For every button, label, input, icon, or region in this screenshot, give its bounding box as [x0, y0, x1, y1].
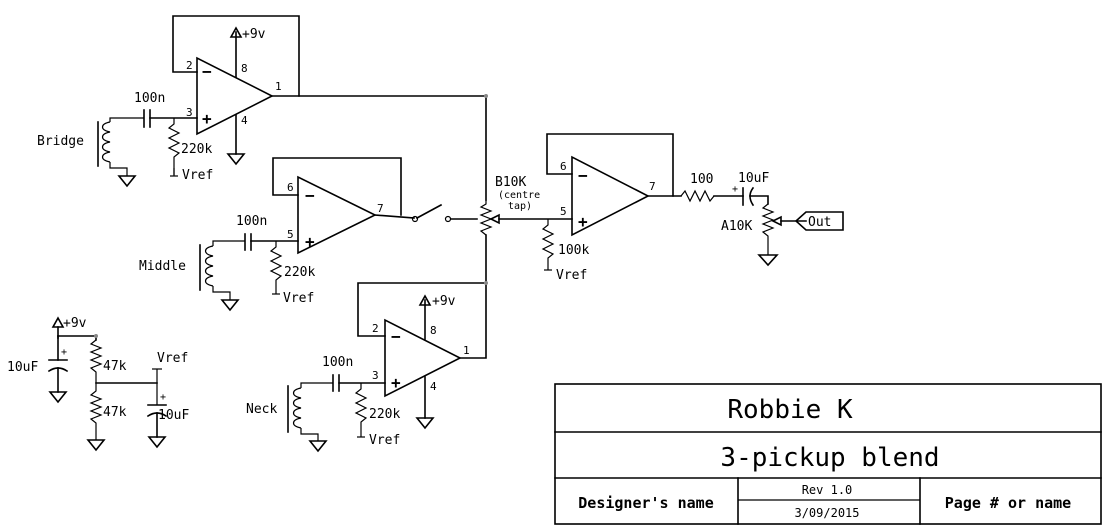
title-block: Robbie K 3-pickup blend Designer's name …	[554, 383, 1102, 525]
opamp-bridge: − + 2 3 1 8 4 +9v 100n 220k Vref Br	[37, 15, 487, 201]
page-label: Page # or name	[945, 494, 1071, 512]
svg-text:+9v: +9v	[242, 27, 266, 42]
svg-text:47k: 47k	[103, 405, 127, 420]
svg-text:10uF: 10uF	[158, 408, 189, 423]
svg-text:220k: 220k	[181, 142, 212, 157]
svg-text:8: 8	[430, 324, 437, 337]
svg-text:+: +	[578, 212, 588, 231]
svg-text:Neck: Neck	[246, 402, 277, 417]
svg-text:8: 8	[241, 62, 248, 75]
svg-text:7: 7	[649, 180, 656, 193]
feedback-wire-middle	[272, 157, 402, 216]
svg-text:−: −	[305, 186, 315, 205]
svg-text:Vref: Vref	[556, 268, 587, 283]
resistor-100k-output	[541, 219, 555, 270]
pickup-coil-middle	[204, 245, 214, 287]
opamp-middle-body	[297, 175, 377, 255]
svg-text:100k: 100k	[558, 243, 589, 258]
middle-switch	[411, 203, 478, 223]
svg-text:−: −	[202, 62, 212, 81]
resistor-100	[680, 189, 715, 203]
bridge-output-wire	[271, 95, 487, 201]
svg-text:3: 3	[186, 106, 193, 119]
svg-text:100: 100	[690, 172, 713, 187]
svg-text:7: 7	[377, 202, 384, 215]
resistor-47k-top	[89, 339, 103, 383]
resistor-220k-middle	[269, 241, 283, 294]
pot-b10k	[479, 200, 493, 236]
svg-text:3: 3	[372, 369, 379, 382]
pot-a10k	[761, 203, 775, 255]
svg-text:Vref: Vref	[369, 433, 400, 448]
pickup-coil-neck	[292, 387, 302, 429]
svg-text:4: 4	[430, 380, 437, 393]
opamp-neck-body	[384, 318, 462, 398]
svg-text:Vref: Vref	[283, 291, 314, 306]
svg-text:Out: Out	[808, 215, 831, 230]
feedback-wire-neck	[357, 282, 487, 337]
svg-text:6: 6	[560, 160, 567, 173]
opamp-neck: − + 2 3 1 8 4 +9v 100n 220k Vref Neck	[246, 234, 487, 453]
svg-text:2: 2	[372, 322, 379, 335]
svg-text:−: −	[391, 327, 401, 346]
pickup-coil-bridge	[101, 121, 111, 163]
revision: Rev 1.0	[802, 483, 853, 497]
opamp-output: − + 6 5 7 100k Vref	[541, 133, 674, 283]
supply-divider: +9v + 10uF 47k 47k Vref + 10uF	[7, 316, 189, 452]
svg-text:100n: 100n	[236, 214, 267, 229]
date: 3/09/2015	[794, 506, 859, 520]
resistor-47k-bottom	[89, 383, 103, 440]
switch-lever	[415, 203, 443, 220]
feedback-wire-output	[546, 133, 674, 197]
svg-text:+9v: +9v	[63, 316, 87, 331]
svg-text:+9v: +9v	[432, 294, 456, 309]
svg-text:+: +	[160, 392, 166, 403]
svg-text:10uF: 10uF	[7, 360, 38, 375]
svg-text:5: 5	[560, 205, 567, 218]
svg-text:+: +	[202, 109, 212, 128]
neck-output-wire	[459, 234, 487, 359]
svg-text:+: +	[391, 373, 401, 392]
designer-name: Robbie K	[727, 395, 853, 425]
svg-text:Bridge: Bridge	[37, 134, 84, 149]
svg-text:2: 2	[186, 59, 193, 72]
svg-text:47k: 47k	[103, 359, 127, 374]
svg-text:4: 4	[241, 114, 248, 127]
svg-text:220k: 220k	[284, 265, 315, 280]
svg-text:100n: 100n	[134, 91, 165, 106]
svg-text:10uF: 10uF	[738, 171, 769, 186]
svg-text:220k: 220k	[369, 407, 400, 422]
resistor-220k-bridge	[167, 118, 181, 175]
feedback-wire-bridge	[172, 15, 300, 97]
svg-text:+: +	[732, 184, 738, 195]
svg-text:1: 1	[463, 344, 470, 357]
svg-text:100n: 100n	[322, 355, 353, 370]
opamp-middle: − + 6 5 7 100n 220k Vref Middle	[139, 157, 415, 312]
svg-text:Vref: Vref	[157, 351, 188, 366]
svg-text:5: 5	[287, 228, 294, 241]
svg-text:Vref: Vref	[182, 168, 213, 183]
svg-text:+: +	[305, 232, 315, 251]
svg-text:A10K: A10K	[721, 219, 752, 234]
output-stage: 100 + 10uF A10K Out	[647, 171, 844, 267]
svg-text:1: 1	[275, 80, 282, 93]
opamp-bridge-body	[196, 56, 274, 136]
drawing-title: 3-pickup blend	[720, 443, 939, 473]
svg-text:−: −	[578, 166, 588, 185]
svg-text:tap): tap)	[508, 201, 532, 212]
svg-text:B10K: B10K	[495, 175, 526, 190]
svg-text:Middle: Middle	[139, 259, 186, 274]
svg-text:(centre: (centre	[498, 190, 540, 201]
output-port	[794, 211, 844, 231]
blend-pot: B10K (centre tap)	[479, 94, 573, 285]
designer-label: Designer's name	[578, 494, 713, 512]
opamp-output-body	[571, 155, 650, 237]
resistor-220k-neck	[354, 383, 368, 437]
svg-text:+: +	[61, 347, 67, 358]
svg-text:6: 6	[287, 181, 294, 194]
